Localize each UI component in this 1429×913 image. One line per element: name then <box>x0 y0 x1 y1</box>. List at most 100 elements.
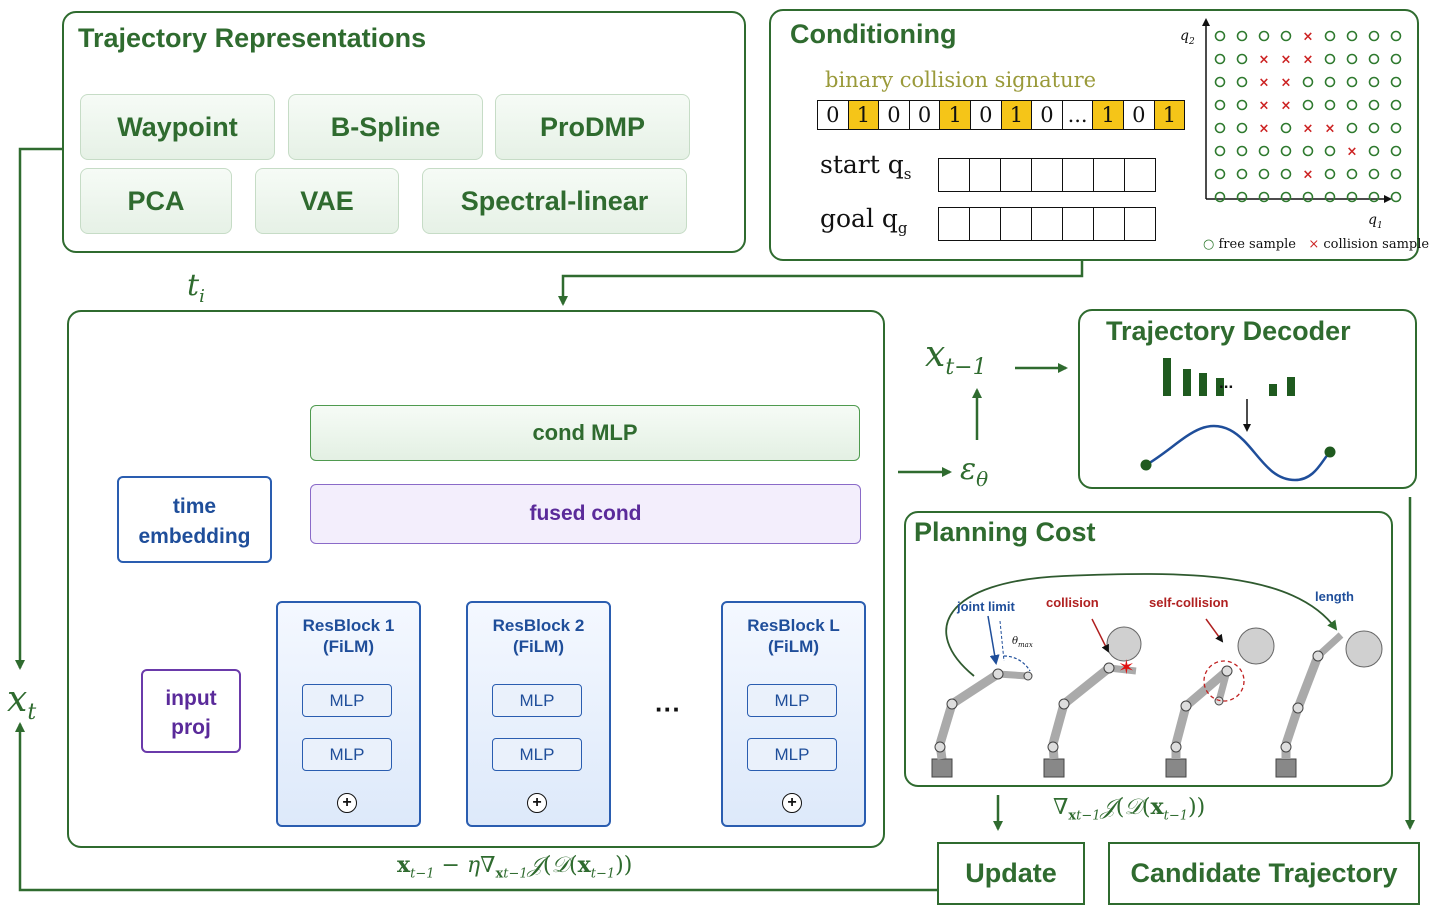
coef-bar <box>1216 378 1224 396</box>
decoder-graphic <box>1140 358 1336 482</box>
free-sample-point <box>1346 168 1358 180</box>
free-sample-point <box>1258 145 1270 157</box>
free-sample-point <box>1302 99 1314 111</box>
candidate-trajectory-box: Candidate Trajectory <box>1108 842 1420 905</box>
free-sample-point <box>1214 145 1226 157</box>
collision-sample-point: × <box>1259 53 1270 68</box>
start-vector-cell <box>1093 158 1125 192</box>
free-sample-point <box>1346 191 1358 203</box>
collision-sample-point: × <box>1347 145 1358 160</box>
free-sample-point <box>1368 122 1380 134</box>
free-sample-point <box>1390 76 1402 88</box>
free-sample-point <box>1236 168 1248 180</box>
self-collision-label: self-collision <box>1149 595 1229 610</box>
fused-cond-box: fused cond <box>310 484 861 544</box>
collision-legend-icon: × <box>1308 237 1320 252</box>
free-sample-point <box>1390 53 1402 65</box>
free-sample-point <box>1368 145 1380 157</box>
mlp-layer: MLP <box>492 684 582 717</box>
coef-bar <box>1269 384 1277 396</box>
update-to-xt-arrow <box>15 722 937 892</box>
planning-cost-graphic: ✶ <box>931 573 1383 778</box>
svg-text:✶: ✶ <box>1118 655 1135 679</box>
mlp-layer: MLP <box>747 738 837 771</box>
resblock-title: ResBlock L(FiLM) <box>721 615 866 657</box>
free-sample-point <box>1214 191 1226 203</box>
start-vector-cell <box>938 158 970 192</box>
free-sample-point <box>1280 30 1292 42</box>
cond-mlp-box: cond MLP <box>310 405 860 461</box>
collision-sample-point: × <box>1303 168 1314 183</box>
collision-sample-point: × <box>1259 99 1270 114</box>
free-sample-point <box>1236 99 1248 111</box>
resblock-film: (FiLM) <box>768 637 819 656</box>
signature-bit: 1 <box>847 100 880 130</box>
free-legend-icon: ○ <box>1203 237 1215 252</box>
cspace-plot: ××××××××××××× <box>1202 18 1402 203</box>
robot-self-collision <box>1165 618 1275 778</box>
free-sample-point <box>1390 191 1402 203</box>
resblock-film: (FiLM) <box>513 637 564 656</box>
input-proj-line1: input <box>165 687 217 710</box>
planning-cost-panel: Planning Cost <box>904 511 1393 787</box>
signature-bit: 0 <box>1123 100 1155 130</box>
goal-vector-cell <box>1062 207 1094 241</box>
goal-vector-cell <box>938 207 970 241</box>
free-sample-point <box>1236 30 1248 42</box>
free-sample-point <box>1368 99 1380 111</box>
time-embedding-box: time embedding <box>117 476 272 563</box>
decoder-dots: ... <box>1219 373 1234 392</box>
theta-max-label: θmax <box>1012 636 1033 649</box>
goal-vector-cell <box>1093 207 1125 241</box>
eps-theta-label: εθ <box>960 452 989 491</box>
residual-add: + <box>527 793 547 813</box>
repr-spectral-linear: Spectral-linear <box>422 168 687 234</box>
free-sample-point <box>1258 30 1270 42</box>
time-embedding-line2: embedding <box>138 525 251 548</box>
length-arc <box>945 573 1338 677</box>
free-sample-point <box>1236 145 1248 157</box>
free-sample-point <box>1324 76 1336 88</box>
legend: ○ free sample × collision sample <box>1203 237 1429 252</box>
coef-bar <box>1287 377 1295 396</box>
free-sample-point <box>1324 145 1336 157</box>
repr-to-xt-arrow <box>15 147 62 670</box>
signature-bit: 0 <box>1031 100 1063 130</box>
free-sample-point <box>1324 30 1336 42</box>
collision-label: collision <box>1046 595 1099 610</box>
q2-axis-label: q2 <box>1180 28 1195 47</box>
collision-sample-point: × <box>1303 53 1314 68</box>
goal-vector-cell <box>1000 207 1032 241</box>
signature-bit: 0 <box>878 100 910 130</box>
free-sample-point <box>1324 191 1336 203</box>
free-sample-point <box>1346 53 1358 65</box>
free-sample-point <box>1258 191 1270 203</box>
free-sample-point <box>1214 53 1226 65</box>
q1-axis-label: q1 <box>1368 212 1383 231</box>
robot-joint-limit <box>931 615 1033 778</box>
free-sample-point <box>1346 122 1358 134</box>
joint-limit-label: joint limit <box>957 599 1015 614</box>
free-sample-point <box>1346 99 1358 111</box>
free-sample-point <box>1324 53 1336 65</box>
collision-sample-point: × <box>1303 30 1314 45</box>
signature-label: binary collision signature <box>825 68 1097 92</box>
free-sample-point <box>1280 191 1292 203</box>
collision-sample-point: × <box>1325 122 1336 137</box>
x-prev-label: xt−1 <box>925 334 987 381</box>
signature-bit: 0 <box>970 100 1002 130</box>
panel-title: Trajectory Representations <box>78 23 427 53</box>
free-sample-point <box>1390 30 1402 42</box>
trajectory-start <box>1140 459 1152 471</box>
signature-bit: 0 <box>908 100 941 130</box>
collision-sample-point: × <box>1259 122 1270 137</box>
signature-bit: ... <box>1061 100 1094 130</box>
free-sample-point <box>1368 168 1380 180</box>
free-sample-point <box>1368 53 1380 65</box>
goal-label: goal qg <box>820 204 908 237</box>
t-i-label: ti <box>187 268 205 307</box>
panel-title: Conditioning <box>790 19 957 49</box>
resblock-film: (FiLM) <box>323 637 374 656</box>
resblock-name: ResBlock 2 <box>492 616 585 635</box>
free-sample-point <box>1390 145 1402 157</box>
